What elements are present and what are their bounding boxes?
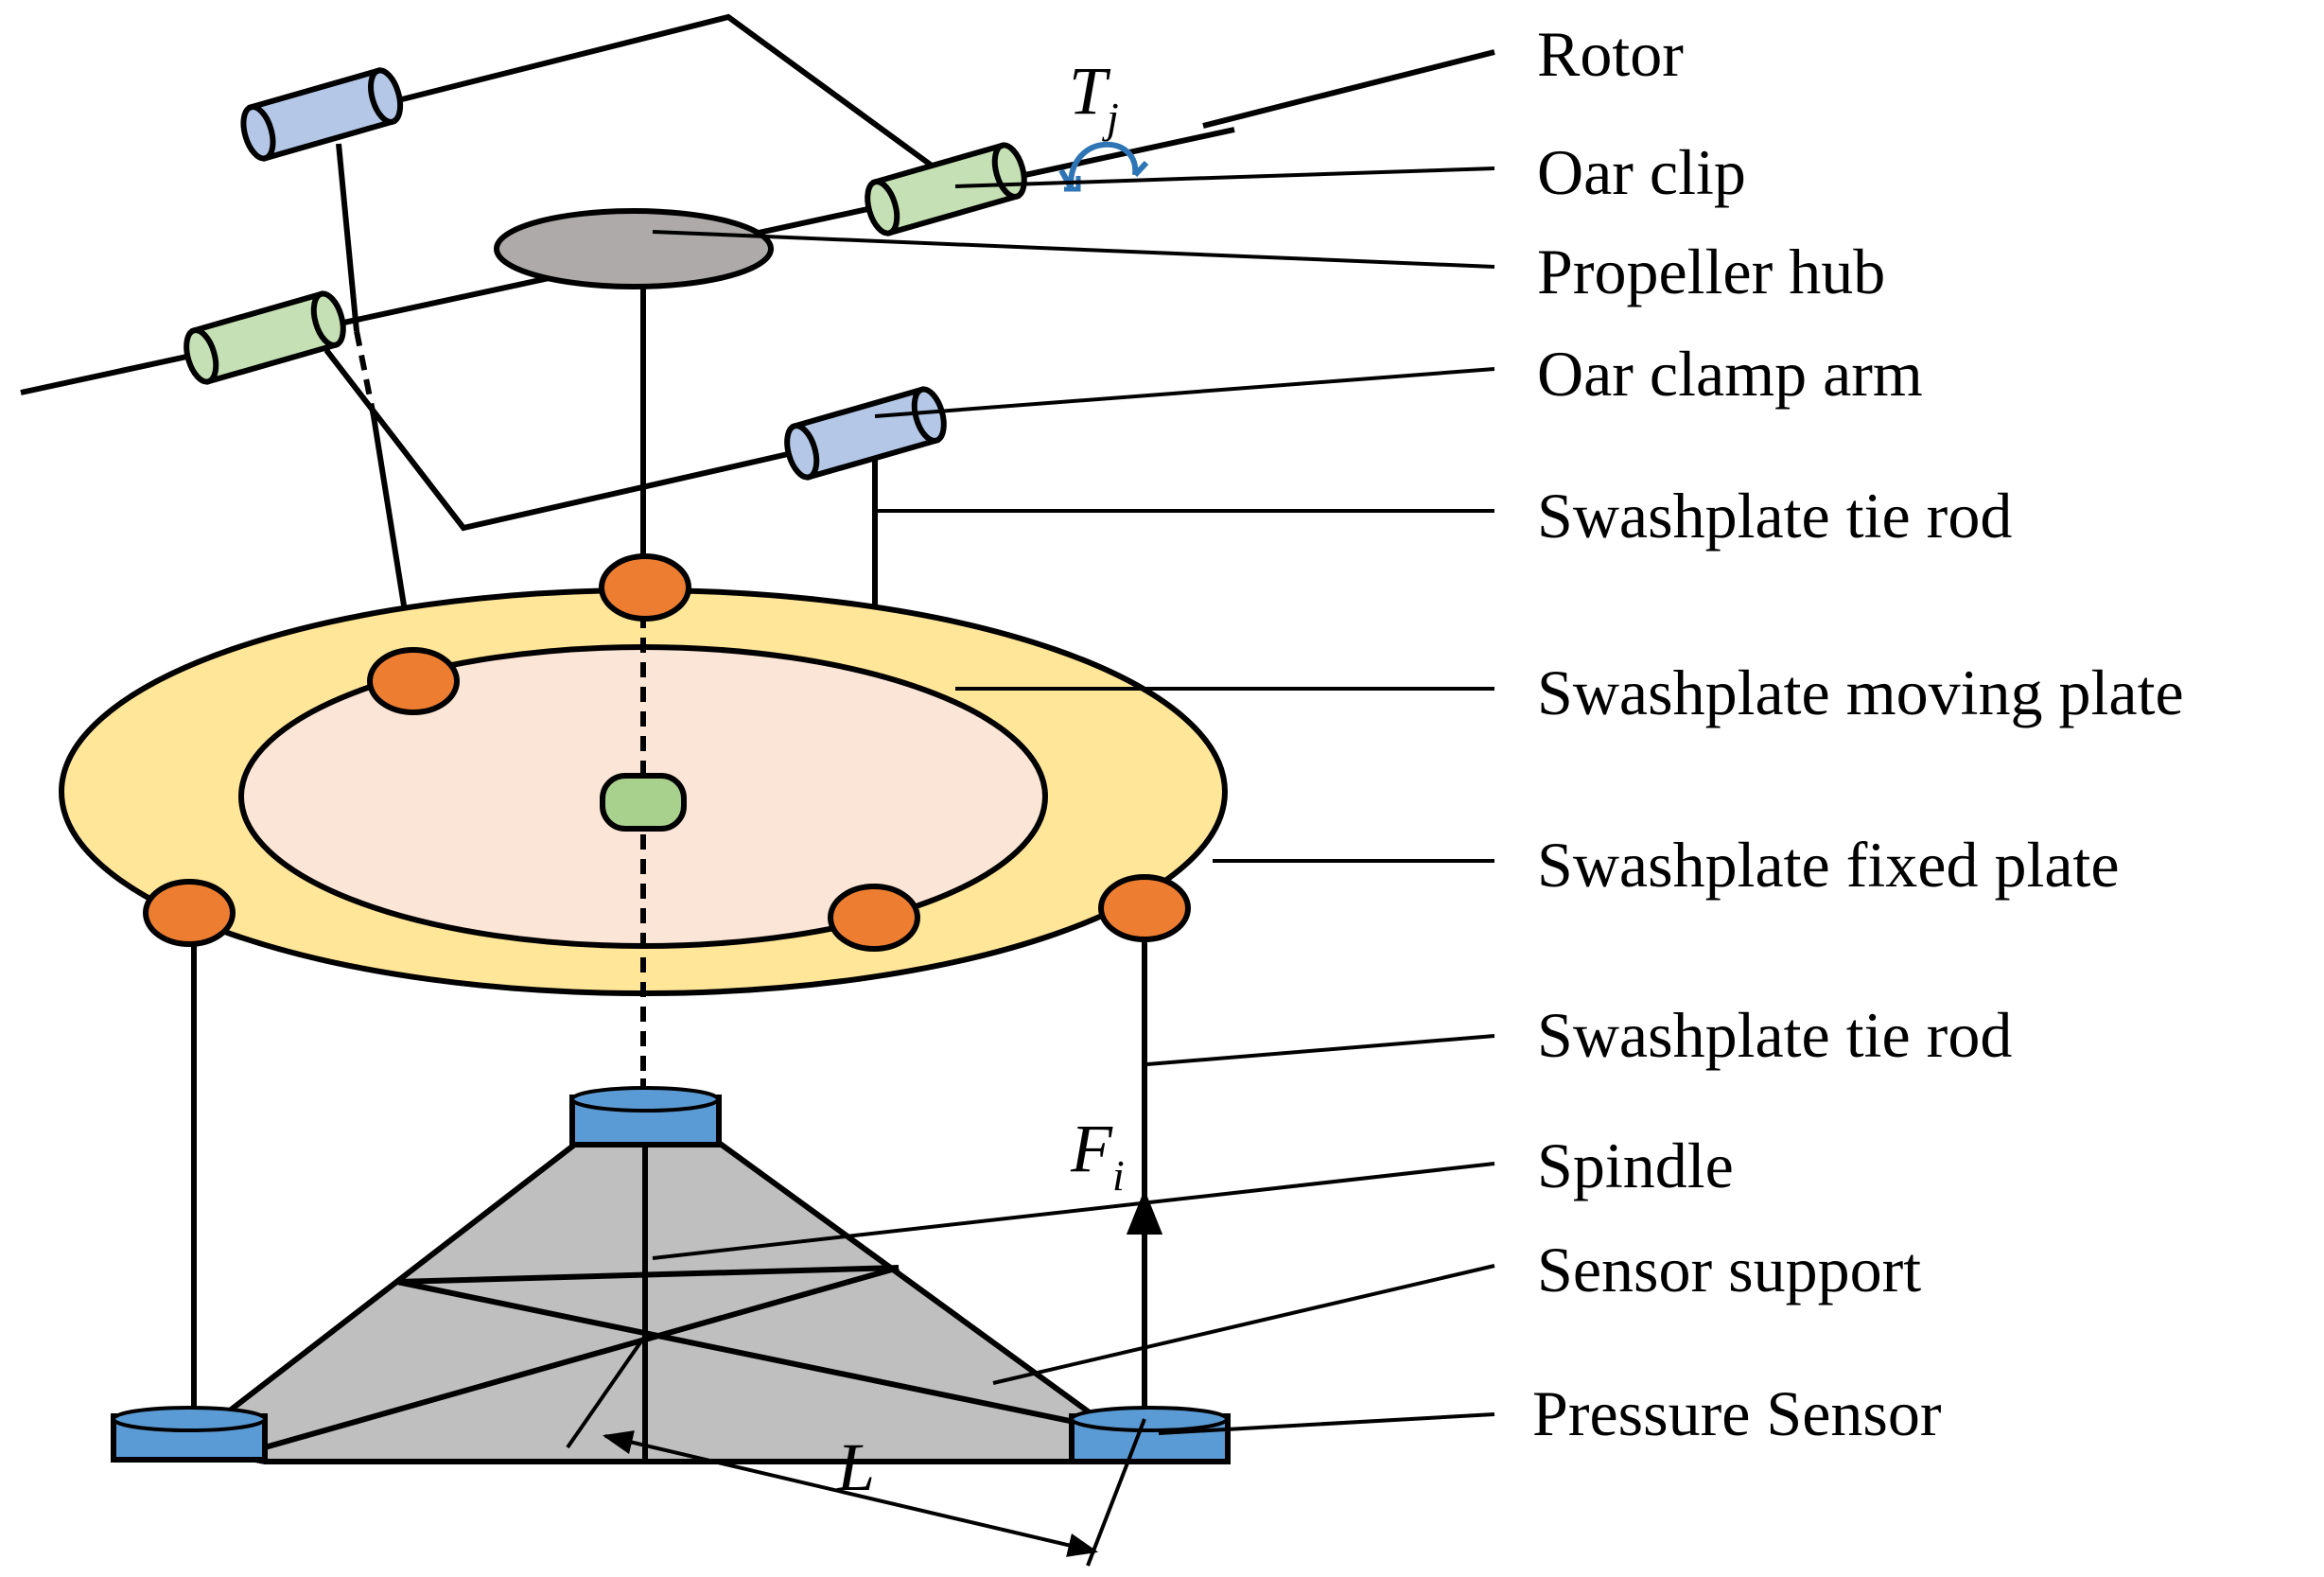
leader-pressure-sensor	[1158, 1412, 1495, 1435]
label-pressure-sensor: Pressure Sensor	[1532, 1377, 1942, 1449]
leader-spindle	[652, 1162, 1495, 1260]
support-diag-b	[396, 1279, 1108, 1431]
joint-right-fixed	[1098, 874, 1191, 942]
symbol-torque: Tj	[1069, 53, 1119, 142]
labels: Rotor Oar clip Propeller hub Oar clamp a…	[836, 18, 2184, 1505]
pressure-sensor-top	[569, 1086, 722, 1148]
label-swashplate-fixed-plate: Swashplate fixed plate	[1537, 829, 2120, 901]
leader-propeller-hub	[652, 230, 1495, 269]
spindle-bearing	[600, 773, 687, 832]
label-swashplate-tie-rod-upper: Swashplate tie rod	[1537, 480, 2012, 552]
label-swashplate-tie-rod-lower: Swashplate tie rod	[1537, 999, 2012, 1071]
joint-left-fixed	[143, 879, 236, 947]
length-dimension	[602, 1430, 1099, 1557]
oar-clamp-arm-left	[240, 67, 404, 162]
label-oar-clamp-arm: Oar clamp arm	[1537, 338, 1923, 410]
support-ref-line	[566, 1334, 647, 1449]
joint-right-moving	[828, 884, 920, 952]
label-propeller-hub: Propeller hub	[1537, 236, 1885, 307]
sensor-base	[111, 939, 1231, 1567]
rotor-assembly	[20, 13, 1495, 894]
oar-clip-right	[865, 142, 1027, 237]
left-pitch-rod-upper	[336, 143, 359, 332]
support-diag-a	[264, 1265, 900, 1450]
pressure-sensor-right	[1069, 1406, 1231, 1464]
leader-oar-clip	[954, 166, 1495, 188]
swashplate	[59, 553, 1228, 1078]
joint-top	[599, 553, 691, 622]
symbol-force: Fi	[1070, 1111, 1125, 1200]
left-pitch-rod-dashed	[354, 330, 376, 417]
symbol-length: L	[836, 1429, 875, 1505]
label-oar-clip: Oar clip	[1537, 136, 1746, 208]
label-swashplate-moving-plate: Swashplate moving plate	[1537, 657, 2184, 728]
leader-sensor-support	[992, 1264, 1495, 1385]
upper-clamp-arm-link	[401, 13, 934, 168]
oar-clip-left	[183, 290, 346, 385]
leader-oar-clamp-arm	[874, 367, 1495, 418]
torque-arrow	[1067, 141, 1139, 188]
lower-clamp-arm-link	[323, 348, 810, 532]
leader-lines	[652, 166, 1495, 1435]
pressure-sensor-left	[111, 1406, 268, 1463]
joint-left-moving	[367, 647, 460, 715]
label-sensor-support: Sensor support	[1537, 1234, 1921, 1305]
label-rotor: Rotor	[1537, 18, 1684, 90]
torque-arrowhead	[1058, 160, 1149, 189]
label-spindle: Spindle	[1537, 1130, 1734, 1201]
length-ext-line	[1086, 1418, 1146, 1567]
propeller-hub	[494, 208, 774, 289]
oar-clamp-arm-right	[784, 386, 947, 481]
rotor-leader-line	[1202, 49, 1495, 129]
leader-tie-rod-lower	[1146, 1034, 1495, 1066]
